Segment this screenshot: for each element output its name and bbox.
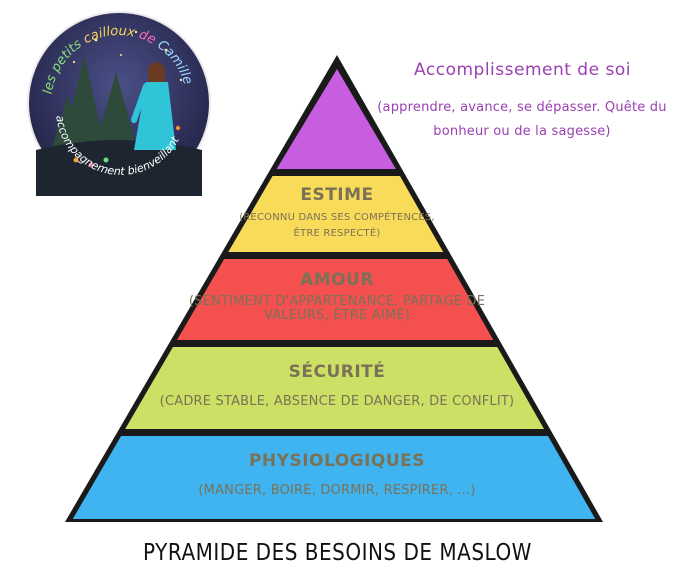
pyramid-level-1: [276, 69, 396, 169]
self-actualization-description: (apprendre, avance, se dépasser. Quête d…: [377, 100, 667, 139]
pyramid-level-3: [177, 259, 494, 340]
level-description-3-line-1: (SENTIMENT D'APPARTENANCE, PARTAGE DE: [189, 294, 485, 309]
self-actualization-title: Accomplissement de soi: [414, 60, 631, 80]
level-description-5-line-1: (MANGER, BOIRE, DORMIR, RESPIRER, ...): [198, 483, 475, 498]
level-description-2-line-2: ÊTRE RESPECTÉ): [294, 226, 381, 239]
ground: [36, 140, 202, 196]
pyramid-level-5: [72, 436, 596, 519]
level-description-2-line-1: (RECONNU DANS SES COMPÉTENCES,: [239, 210, 435, 223]
level-description-4-line-1: (CADRE STABLE, ABSENCE DE DANGER, DE CON…: [160, 394, 515, 409]
stars-decoration: [72, 30, 183, 82]
logo-badge: les petits cailloux de Camille accompagn…: [27, 11, 211, 196]
pyramid-level-4: [125, 347, 545, 429]
pyramid-level-2: [228, 176, 444, 252]
diagram-caption: PYRAMIDE DES BESOINS DE MASLOW: [143, 538, 532, 566]
level-description-3-line-2: VALEURS, ÊTRE AIMÉ): [264, 307, 410, 323]
woman-figure-illustration: [131, 62, 176, 150]
level-title-3: AMOUR: [300, 270, 374, 290]
level-title-4: SÉCURITÉ: [289, 360, 386, 382]
level-title-5: PHYSIOLOGIQUES: [249, 451, 425, 471]
level-title-2: ESTIME: [300, 185, 373, 205]
